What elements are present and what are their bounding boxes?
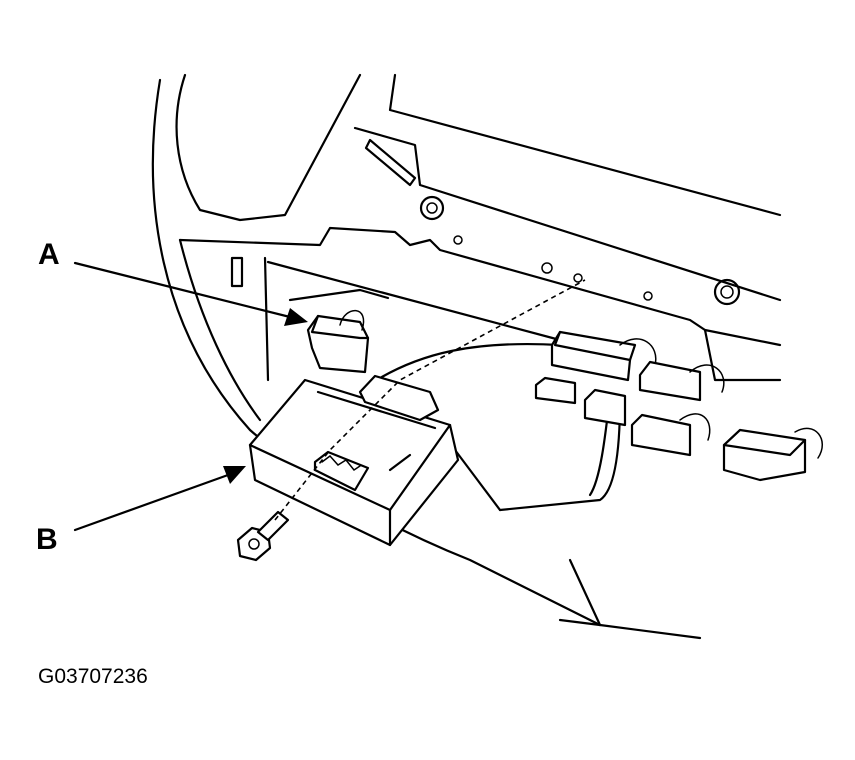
callout-b-arrow bbox=[73, 466, 246, 532]
dashboard-panel bbox=[151, 73, 782, 640]
callout-label-a: A bbox=[38, 238, 60, 271]
harness-connectors bbox=[534, 330, 823, 482]
figure-id: G03707236 bbox=[38, 665, 148, 688]
callout-a-arrow bbox=[73, 261, 308, 326]
control-unit-b bbox=[248, 374, 460, 547]
connector-a bbox=[288, 288, 390, 374]
mounting-bolt bbox=[236, 510, 290, 562]
bolt-alignment-line bbox=[274, 279, 586, 521]
callout-label-b: B bbox=[36, 523, 58, 556]
